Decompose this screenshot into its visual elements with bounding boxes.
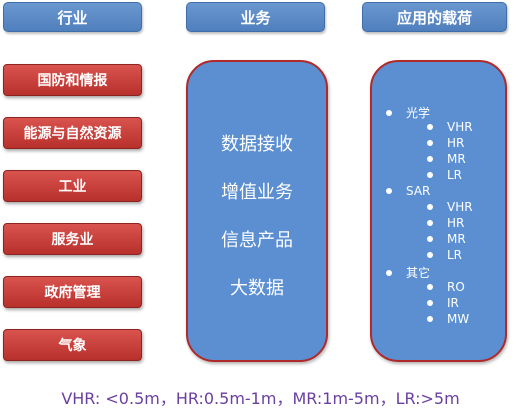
payload-group-sar: SAR — [386, 184, 430, 198]
resolution-legend: VHR: <0.5m，HR:0.5m-1m，MR:1m-5m，LR:>5m — [61, 389, 460, 408]
payload-item: RO — [427, 280, 465, 294]
payload-item: MR — [427, 232, 466, 246]
business-item: 大数据 — [230, 278, 284, 299]
bullet-icon — [427, 172, 433, 178]
payload-item: HR — [427, 216, 464, 230]
business-item: 数据接收 — [221, 134, 293, 155]
payload-item: LR — [427, 168, 462, 182]
bullet-icon — [427, 316, 433, 322]
payload-group-other: 其它 — [386, 264, 430, 281]
applications-box: 光学 VHR HR MR LR SAR VHR HR MR LR 其它 RO I… — [370, 60, 507, 362]
payload-item: VHR — [427, 200, 473, 214]
industry-defense: 国防和情报 — [3, 64, 142, 96]
bullet-icon — [427, 124, 433, 130]
bullet-icon — [427, 284, 433, 290]
payload-item: IR — [427, 296, 459, 310]
industry-energy: 能源与自然资源 — [3, 117, 142, 149]
bullet-icon — [427, 252, 433, 258]
payload-item: VHR — [427, 120, 473, 134]
payload-item: MR — [427, 152, 466, 166]
bullet-icon — [427, 220, 433, 226]
payload-item: LR — [427, 248, 462, 262]
bullet-icon — [427, 140, 433, 146]
bullet-icon — [386, 188, 392, 194]
business-box: 数据接收 增值业务 信息产品 大数据 — [186, 60, 328, 362]
industry-meteorology: 气象 — [3, 329, 142, 361]
industry-services: 服务业 — [3, 223, 142, 255]
business-item: 增值业务 — [221, 182, 293, 203]
payload-item: MW — [427, 312, 469, 326]
business-header: 业务 — [186, 2, 325, 32]
industry-header: 行业 — [3, 2, 142, 32]
bullet-icon — [386, 269, 392, 276]
applications-header: 应用的载荷 — [362, 2, 507, 32]
payload-group-optical: 光学 — [386, 104, 430, 121]
industry-government: 政府管理 — [3, 276, 142, 308]
bullet-icon — [427, 156, 433, 162]
bullet-icon — [386, 109, 392, 116]
bullet-icon — [427, 300, 433, 306]
industry-industrial: 工业 — [3, 170, 142, 202]
bullet-icon — [427, 236, 433, 242]
payload-item: HR — [427, 136, 464, 150]
business-item: 信息产品 — [221, 230, 293, 251]
bullet-icon — [427, 204, 433, 210]
